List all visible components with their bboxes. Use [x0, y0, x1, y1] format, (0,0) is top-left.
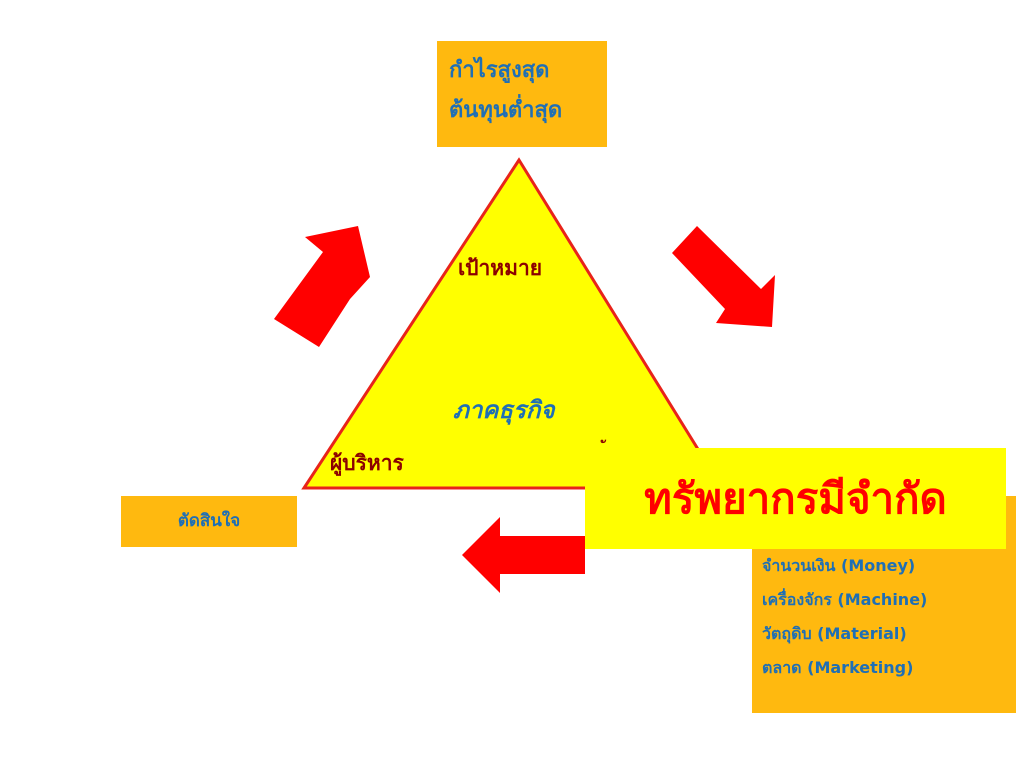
- profit-cost-box: กำไรสูงสุด ต้นทุนต่ำสุด: [437, 41, 607, 147]
- resource-item-material: วัตถุดิบ (Material): [762, 624, 907, 643]
- arrow-left: [462, 517, 585, 593]
- resource-item-marketing: ตลาด (Marketing): [762, 658, 914, 677]
- limited-resources-title: ทรัพยากรมีจำกัด: [585, 448, 1006, 549]
- manager-label: ผู้บริหาร: [330, 451, 404, 475]
- business-sector-label: ภาคธุรกิจ: [453, 396, 555, 424]
- arrow-up-right: [274, 226, 370, 347]
- decision-box: ตัดสินใจ: [121, 496, 297, 547]
- goal-label: เป้าหมาย: [458, 256, 543, 280]
- cost-line: ต้นทุนต่ำสุด: [449, 98, 563, 123]
- resource-item-money: จำนวนเงิน (Money): [762, 556, 916, 575]
- business-triangle: [301, 157, 725, 490]
- profit-line: กำไรสูงสุด: [449, 58, 550, 83]
- resource-item-machine: เครื่องจักร (Machine): [762, 590, 928, 609]
- arrow-down-right: [672, 226, 775, 327]
- decision-label: ตัดสินใจ: [177, 511, 241, 531]
